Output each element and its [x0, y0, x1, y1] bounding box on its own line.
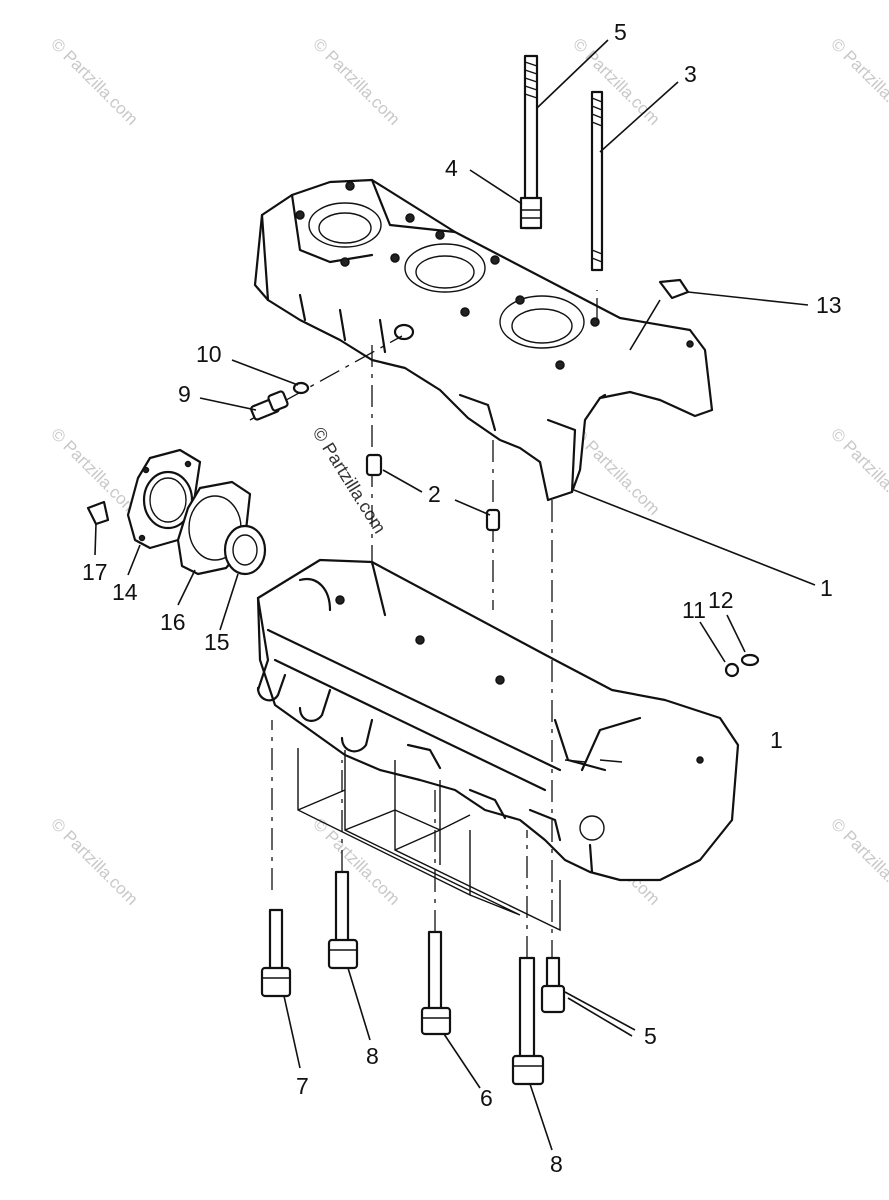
watermark: © Partzilla.com	[47, 814, 141, 908]
callout-1-lower: 1	[770, 727, 783, 753]
fitting-9	[250, 390, 289, 421]
callout-9: 9	[178, 381, 191, 407]
bolt-8-bottom	[511, 956, 545, 1086]
upper-crankcase	[253, 178, 714, 502]
callout-12: 12	[708, 587, 734, 613]
watermark-center: © Partzilla.com	[309, 424, 390, 537]
dowel-pin	[365, 453, 383, 477]
part-11	[724, 662, 740, 678]
stud-3	[590, 90, 604, 272]
callout-14: 14	[112, 579, 138, 605]
part-13	[658, 278, 690, 300]
callout-17: 17	[82, 559, 108, 585]
callout-15: 15	[204, 629, 230, 655]
reference-box	[297, 748, 561, 932]
bolt-5-bottom	[540, 956, 566, 1014]
plug-17	[86, 500, 110, 526]
part-12	[740, 653, 760, 667]
watermark: © Partzilla.com	[309, 34, 403, 128]
callout-7: 7	[296, 1073, 309, 1099]
callout-4: 4	[445, 155, 458, 181]
callout-6: 6	[480, 1085, 493, 1111]
watermark: © Partzilla.com	[47, 34, 141, 128]
callout-1-upper: 1	[820, 575, 833, 601]
leader-lines	[94, 39, 816, 1151]
stud-5-top	[519, 54, 543, 230]
watermark: © Partzilla.com	[827, 34, 889, 128]
callout-8-bottom: 8	[550, 1151, 563, 1177]
watermark: © Partzilla.com	[569, 34, 663, 128]
callout-5-bottom: 5	[644, 1023, 657, 1049]
watermark: © Partzilla.com	[827, 814, 889, 908]
dowel-pin	[485, 508, 501, 532]
bolt-8-left	[327, 870, 359, 970]
seal-15	[223, 524, 267, 576]
callout-5-top: 5	[614, 19, 627, 45]
callout-2: 2	[428, 481, 441, 507]
callout-3: 3	[684, 61, 697, 87]
callout-13: 13	[816, 292, 842, 318]
bolt-7	[260, 908, 292, 998]
callout-10: 10	[196, 341, 222, 367]
bolt-6	[420, 930, 452, 1036]
watermark: © Partzilla.com	[827, 424, 889, 518]
callout-labels: 5 3 4 13 10 9 2 1 17 14 16 15 11 12 1 7 …	[82, 19, 842, 1177]
callout-8-left: 8	[366, 1043, 379, 1069]
callout-16: 16	[160, 609, 186, 635]
watermark: © Partzilla.com	[309, 814, 403, 908]
callout-11: 11	[682, 597, 706, 623]
